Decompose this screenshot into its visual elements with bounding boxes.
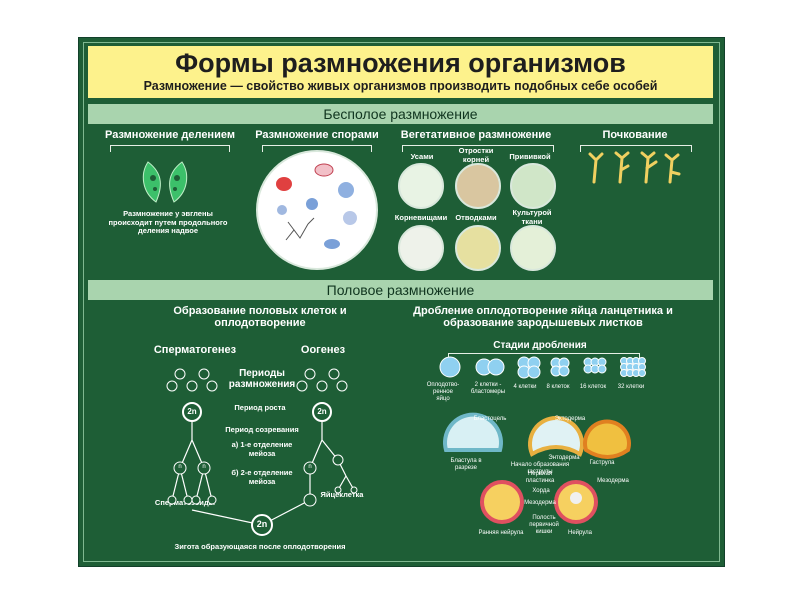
budding-title: Почкование bbox=[602, 129, 668, 141]
spores-title: Размножение спорами bbox=[255, 129, 379, 141]
gametogenesis-diagram bbox=[166, 368, 358, 536]
stage-label-2: 2 клетки - бластомеры bbox=[470, 382, 506, 395]
ectoderm-label: Эктодерма bbox=[554, 416, 586, 422]
vegetative-title: Вегетативное размножение bbox=[400, 129, 552, 141]
vegetative-image-5 bbox=[455, 225, 501, 271]
cleavage-title: Дробление оплодотворение яйца ланцетника… bbox=[413, 305, 673, 329]
maturation-period-label: Период созревания bbox=[225, 425, 299, 434]
stage-label-6: 32 клетки bbox=[617, 384, 645, 390]
vegetative-label-4: Корневищами bbox=[394, 213, 448, 222]
vegetative-label-2: Отростки корней bbox=[458, 146, 494, 164]
stage-label-4: 8 клеток bbox=[546, 384, 570, 390]
cleavage-stages-title: Стадии дробления bbox=[493, 340, 587, 351]
oogenesis-label: Оогенез bbox=[300, 344, 346, 356]
reproduction-periods-label: Периоды размножения bbox=[228, 368, 296, 390]
vegetative-label-6: Культурой ткани bbox=[512, 208, 552, 226]
division-caption: Размножение у эвглены происходит путем п… bbox=[108, 209, 228, 235]
hydra-budding-illustration bbox=[588, 151, 681, 184]
vegetative-image-2 bbox=[455, 163, 501, 209]
early-neurula-label: Ранняя нейрула bbox=[478, 530, 524, 536]
cleavage-bracket bbox=[448, 353, 640, 360]
mesoderm-label: Мезодерма bbox=[524, 500, 556, 506]
blastocoel-label: Бластоцель bbox=[473, 416, 507, 422]
vegetative-image-4 bbox=[398, 225, 444, 271]
poster-board bbox=[78, 37, 725, 567]
page-subtitle: Размножение — свойство живых организмов … bbox=[143, 79, 658, 93]
mesoderm-label-2: Мезодерма bbox=[597, 478, 629, 484]
cell-2n-egg: 2n bbox=[317, 407, 327, 416]
vegetative-label-1: Усами bbox=[410, 152, 434, 161]
vegetative-label-3: Прививкой bbox=[509, 152, 551, 161]
euglena-illustration bbox=[142, 161, 188, 203]
stage-label-1: Оплодотво-ренное яйцо bbox=[426, 382, 460, 402]
cell-n-3: n bbox=[308, 464, 312, 470]
spores-bracket bbox=[262, 145, 372, 152]
gametes-title: Образование половых клеток и оплодотворе… bbox=[173, 305, 347, 329]
egg-label: Яйцеклетка bbox=[320, 490, 364, 499]
sexual-heading: Половое размножение bbox=[88, 280, 713, 300]
gastrula-label: Гаструла bbox=[589, 460, 615, 466]
cell-n-2: n bbox=[202, 464, 206, 470]
division-title: Размножение делением bbox=[105, 129, 235, 141]
budding-bracket bbox=[580, 145, 692, 152]
stage-label-5: 16 клеток bbox=[579, 384, 607, 390]
spores-illustration bbox=[256, 150, 378, 270]
blastula-label: Бластула в разрезе bbox=[450, 458, 482, 471]
division-bracket bbox=[110, 145, 230, 152]
vegetative-image-6 bbox=[510, 225, 556, 271]
meiosis1-label: а) 1-е отделение мейоза bbox=[231, 440, 293, 458]
chord-label: Хорда bbox=[532, 488, 550, 494]
title-band: Формы размножения организмов Размножение… bbox=[88, 46, 713, 98]
neural-plate-label: Нервная пластинка bbox=[525, 471, 555, 484]
vegetative-bracket bbox=[402, 145, 554, 152]
spermatogenesis-label: Сперматогенез bbox=[153, 344, 237, 356]
zygote-label: Зигота образующаяся после оплодотворения bbox=[174, 542, 346, 551]
page-title: Формы размножения организмов bbox=[175, 48, 626, 78]
cell-n-1: n bbox=[178, 464, 182, 470]
cleavage-stages-illustration bbox=[439, 356, 646, 379]
board-frame bbox=[83, 42, 720, 562]
vegetative-image-1 bbox=[398, 163, 444, 209]
gastrulation-illustration bbox=[443, 412, 631, 524]
neurula-label: Нейрула bbox=[568, 530, 592, 536]
meiosis2-label: б) 2-е отделение мейоза bbox=[231, 468, 293, 486]
cell-2n-zygote: 2n bbox=[256, 519, 268, 529]
gastrulation-start-label: Начало образования гаструлы bbox=[510, 462, 570, 475]
vegetative-image-3 bbox=[510, 163, 556, 209]
entoderm-label: Энтодерма bbox=[548, 455, 580, 461]
cell-2n-sperm: 2n bbox=[187, 407, 197, 416]
asexual-heading: Бесполое размножение bbox=[88, 104, 713, 124]
gut-cavity-label: Полость первичной кишки bbox=[529, 515, 559, 535]
growth-period-label: Период роста bbox=[234, 403, 286, 412]
vegetative-label-5: Отводками bbox=[455, 213, 497, 222]
stage-label-3: 4 клетки bbox=[513, 384, 537, 390]
